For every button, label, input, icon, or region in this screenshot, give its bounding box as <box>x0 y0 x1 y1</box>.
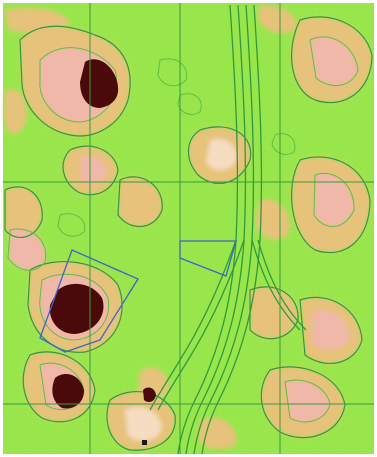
small-marker[interactable] <box>142 440 147 445</box>
survey-polygon-left[interactable] <box>39 249 139 353</box>
road-corridor <box>149 4 307 455</box>
survey-polygons[interactable] <box>39 240 237 353</box>
contour-lines-inner <box>7 36 359 423</box>
survey-polygon-center[interactable] <box>179 240 237 277</box>
contour-lines <box>4 16 373 451</box>
grid-lines <box>3 3 374 454</box>
